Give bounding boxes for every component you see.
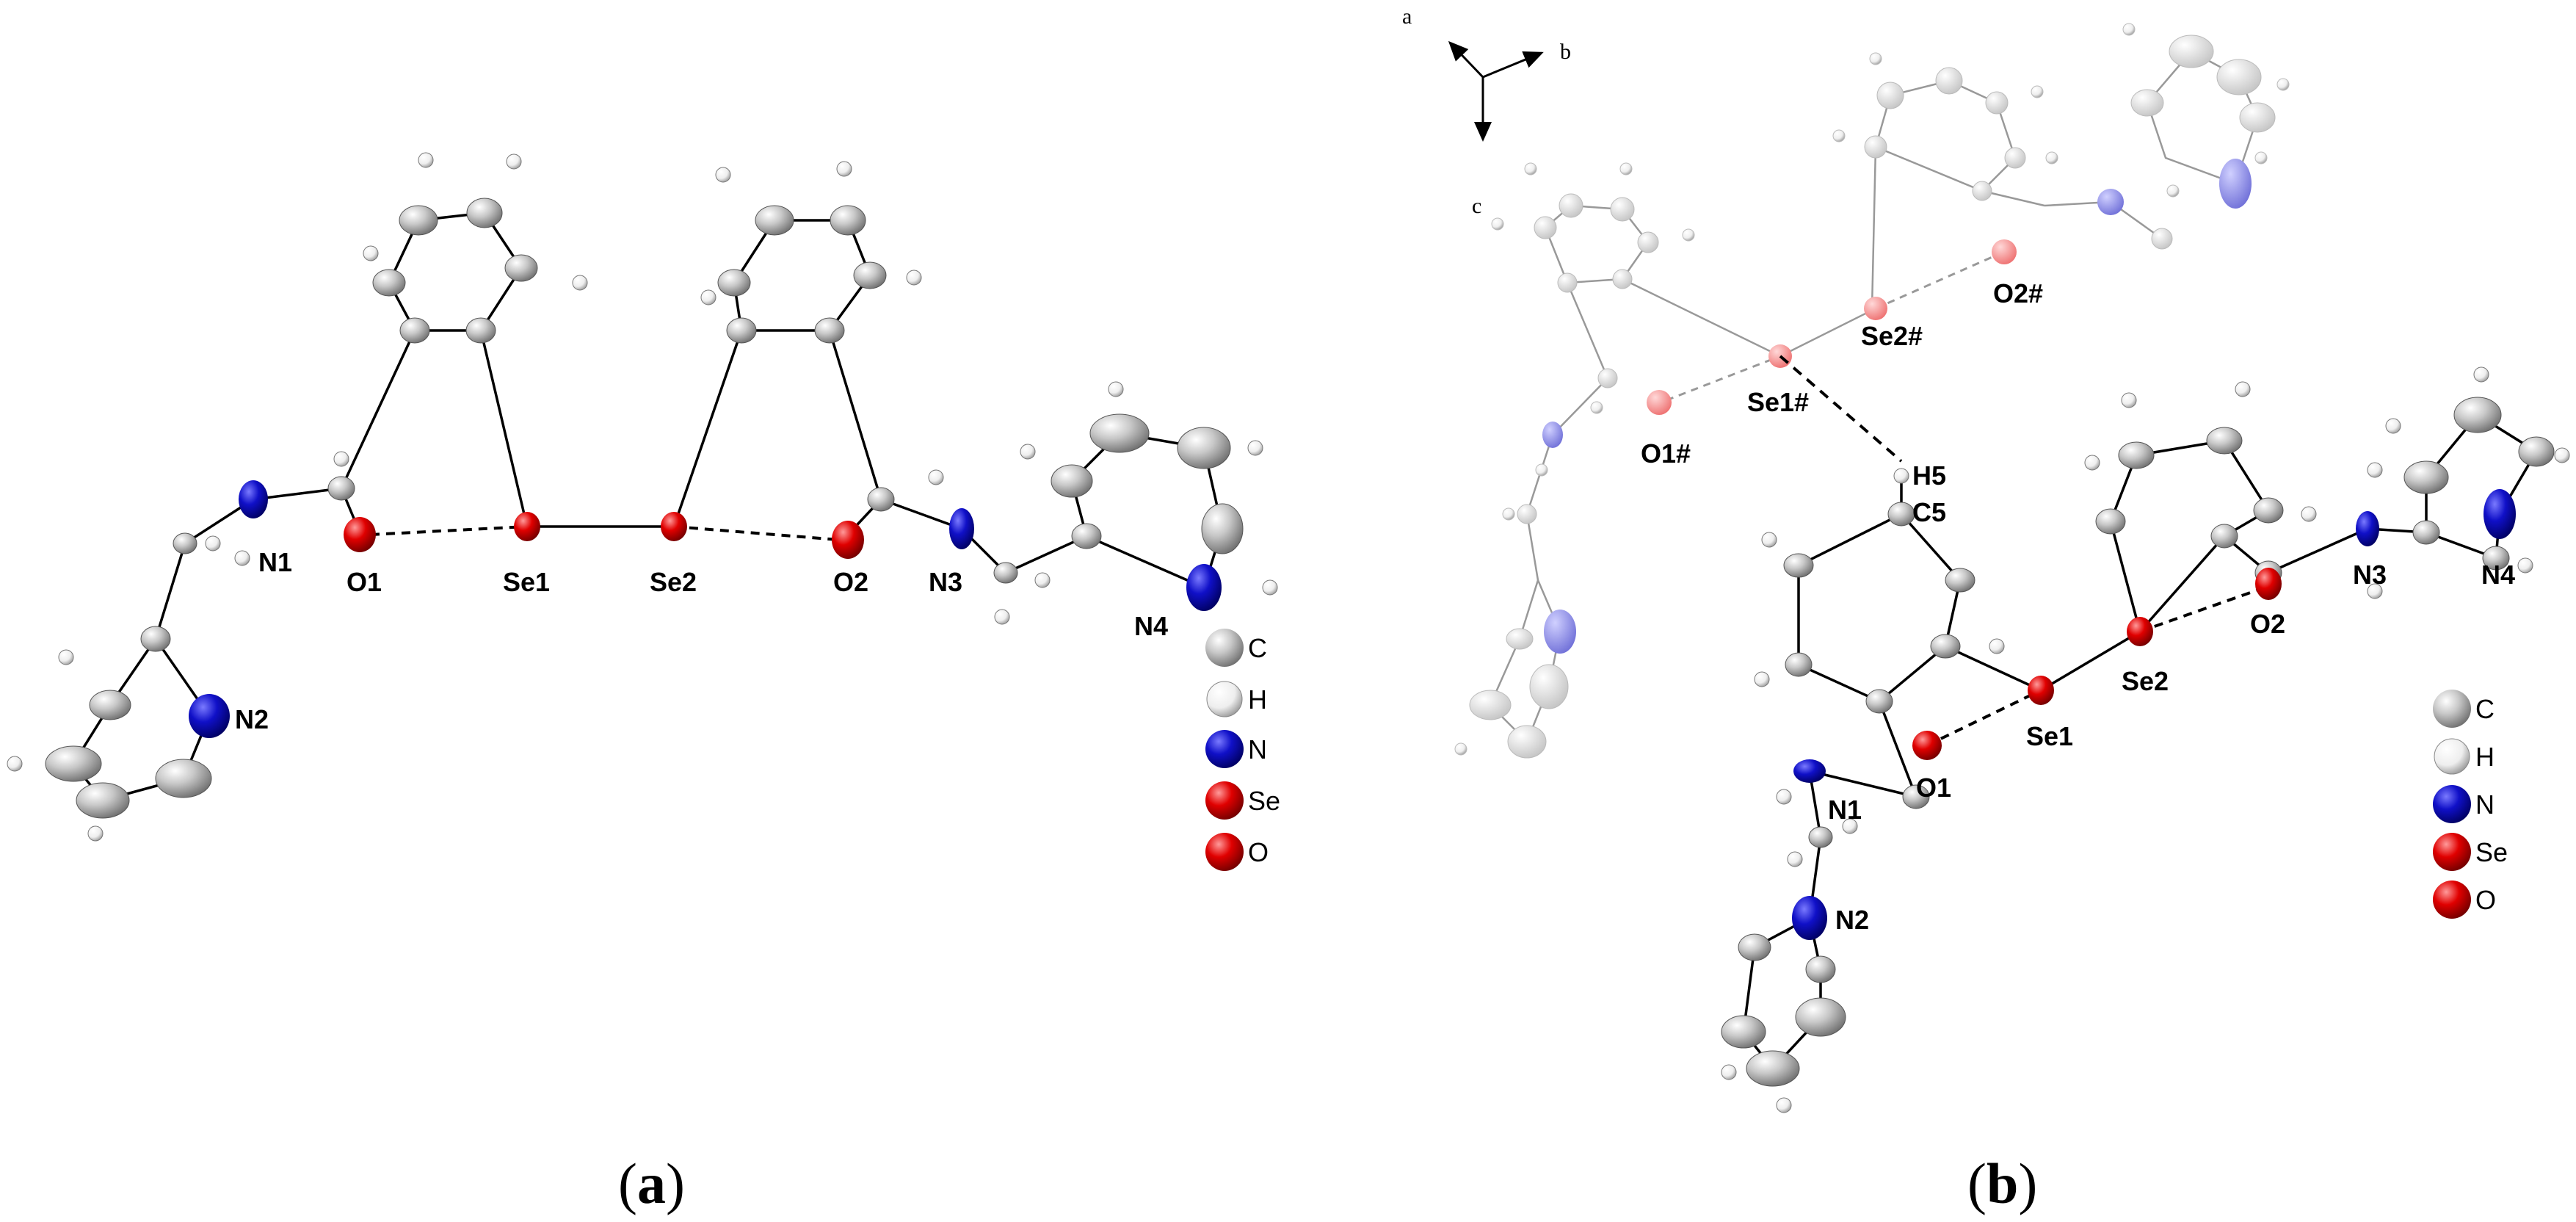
panel-b-axis-c: c	[1472, 194, 1481, 218]
panel-b-label-o1: O1	[1916, 773, 1951, 803]
panel-a-se1-atom	[514, 512, 540, 541]
panel-a-label-n4: N4	[1134, 611, 1168, 641]
panel-b-label-n1: N1	[1828, 795, 1862, 825]
panel-b-n2-atom	[1792, 896, 1827, 940]
panel-b-packing: a b c	[1402, 4, 2570, 1215]
panel-b-n4-atom	[2484, 489, 2516, 539]
panel-b-axis-b: b	[1560, 40, 1571, 64]
panel-b-legend-o: O	[2475, 885, 2496, 915]
panel-b-caption: (b)	[1967, 1152, 2037, 1215]
panel-b-label-se1: Se1	[2026, 721, 2073, 751]
panel-a-n4-atom	[1186, 564, 1222, 611]
panel-a-label-se1: Se1	[503, 567, 550, 597]
panel-a-label-n1: N1	[258, 547, 292, 577]
panel-b-ch-se-contact	[1779, 355, 1903, 463]
panel-a-n3-atom	[949, 508, 974, 549]
panel-a-hydrogens	[7, 152, 1278, 842]
panel-b-axis-a: a	[1402, 4, 1412, 29]
panel-a-n1-atom	[239, 480, 268, 518]
panel-b-n1-atom	[1793, 759, 1826, 783]
panel-a-label-o1: O1	[347, 567, 382, 597]
panel-a-legend-se: Se	[1248, 786, 1280, 816]
panel-b-faded-molecule	[1454, 23, 2290, 759]
panel-b-se1-atom	[2028, 676, 2054, 705]
panel-b-label-o2: O2	[2250, 609, 2285, 639]
panel-a-label-o2: O2	[833, 567, 868, 597]
panel-b-axis-triad	[1448, 40, 1544, 142]
panel-a-label-n3: N3	[929, 567, 962, 597]
panel-b-label-h5: H5	[1912, 460, 1946, 491]
panel-b-o2-atom	[2255, 568, 2282, 600]
panel-b-label-se1h: Se1#	[1747, 387, 1809, 417]
panel-b-n3-atom	[2356, 511, 2379, 546]
panel-a-se2-atom	[661, 512, 687, 541]
panel-b-label-n2: N2	[1835, 905, 1869, 935]
panel-b-label-se2h: Se2#	[1861, 321, 1923, 351]
panel-a-label-n2: N2	[235, 704, 269, 734]
panel-b-label-o2h: O2#	[1993, 278, 2043, 308]
panel-a-legend-h: H	[1248, 684, 1267, 715]
panel-b-se2-atom	[2127, 617, 2153, 646]
panel-b-o1-atom	[1912, 731, 1942, 760]
panel-a-o2-atom	[832, 521, 864, 559]
panel-a-label-se2: Se2	[650, 567, 697, 597]
panel-a-legend: C H N Se O	[1205, 629, 1280, 871]
panel-b-label-n4: N4	[2481, 560, 2515, 590]
panel-b-label-c5: C5	[1912, 497, 1946, 527]
panel-b-legend-c: C	[2475, 694, 2495, 724]
panel-a-contacts	[370, 525, 839, 541]
panel-b-legend: C H N Se O	[2433, 690, 2508, 919]
panel-a-n2-atom	[189, 694, 230, 738]
panel-a-legend-o: O	[1248, 837, 1269, 867]
panel-a-molecule: N1 O1 Se1 Se2 O2 N3 N4 N2 C H N Se O (a)	[7, 152, 1280, 1215]
panel-a-o1-atom	[344, 517, 376, 552]
panel-b-main-molecule	[1721, 366, 2570, 1113]
panel-b-label-n3: N3	[2353, 560, 2387, 590]
panel-a-carbons	[45, 198, 1244, 819]
panel-a-legend-c: C	[1248, 633, 1267, 663]
panel-a-legend-n: N	[1248, 734, 1267, 764]
panel-b-legend-se: Se	[2475, 837, 2508, 867]
panel-b-label-o1h: O1#	[1641, 438, 1691, 469]
panel-a-caption: (a)	[618, 1152, 685, 1215]
panel-b-legend-n: N	[2475, 789, 2495, 820]
panel-b-legend-h: H	[2475, 742, 2495, 772]
panel-b-label-se2: Se2	[2122, 666, 2169, 696]
